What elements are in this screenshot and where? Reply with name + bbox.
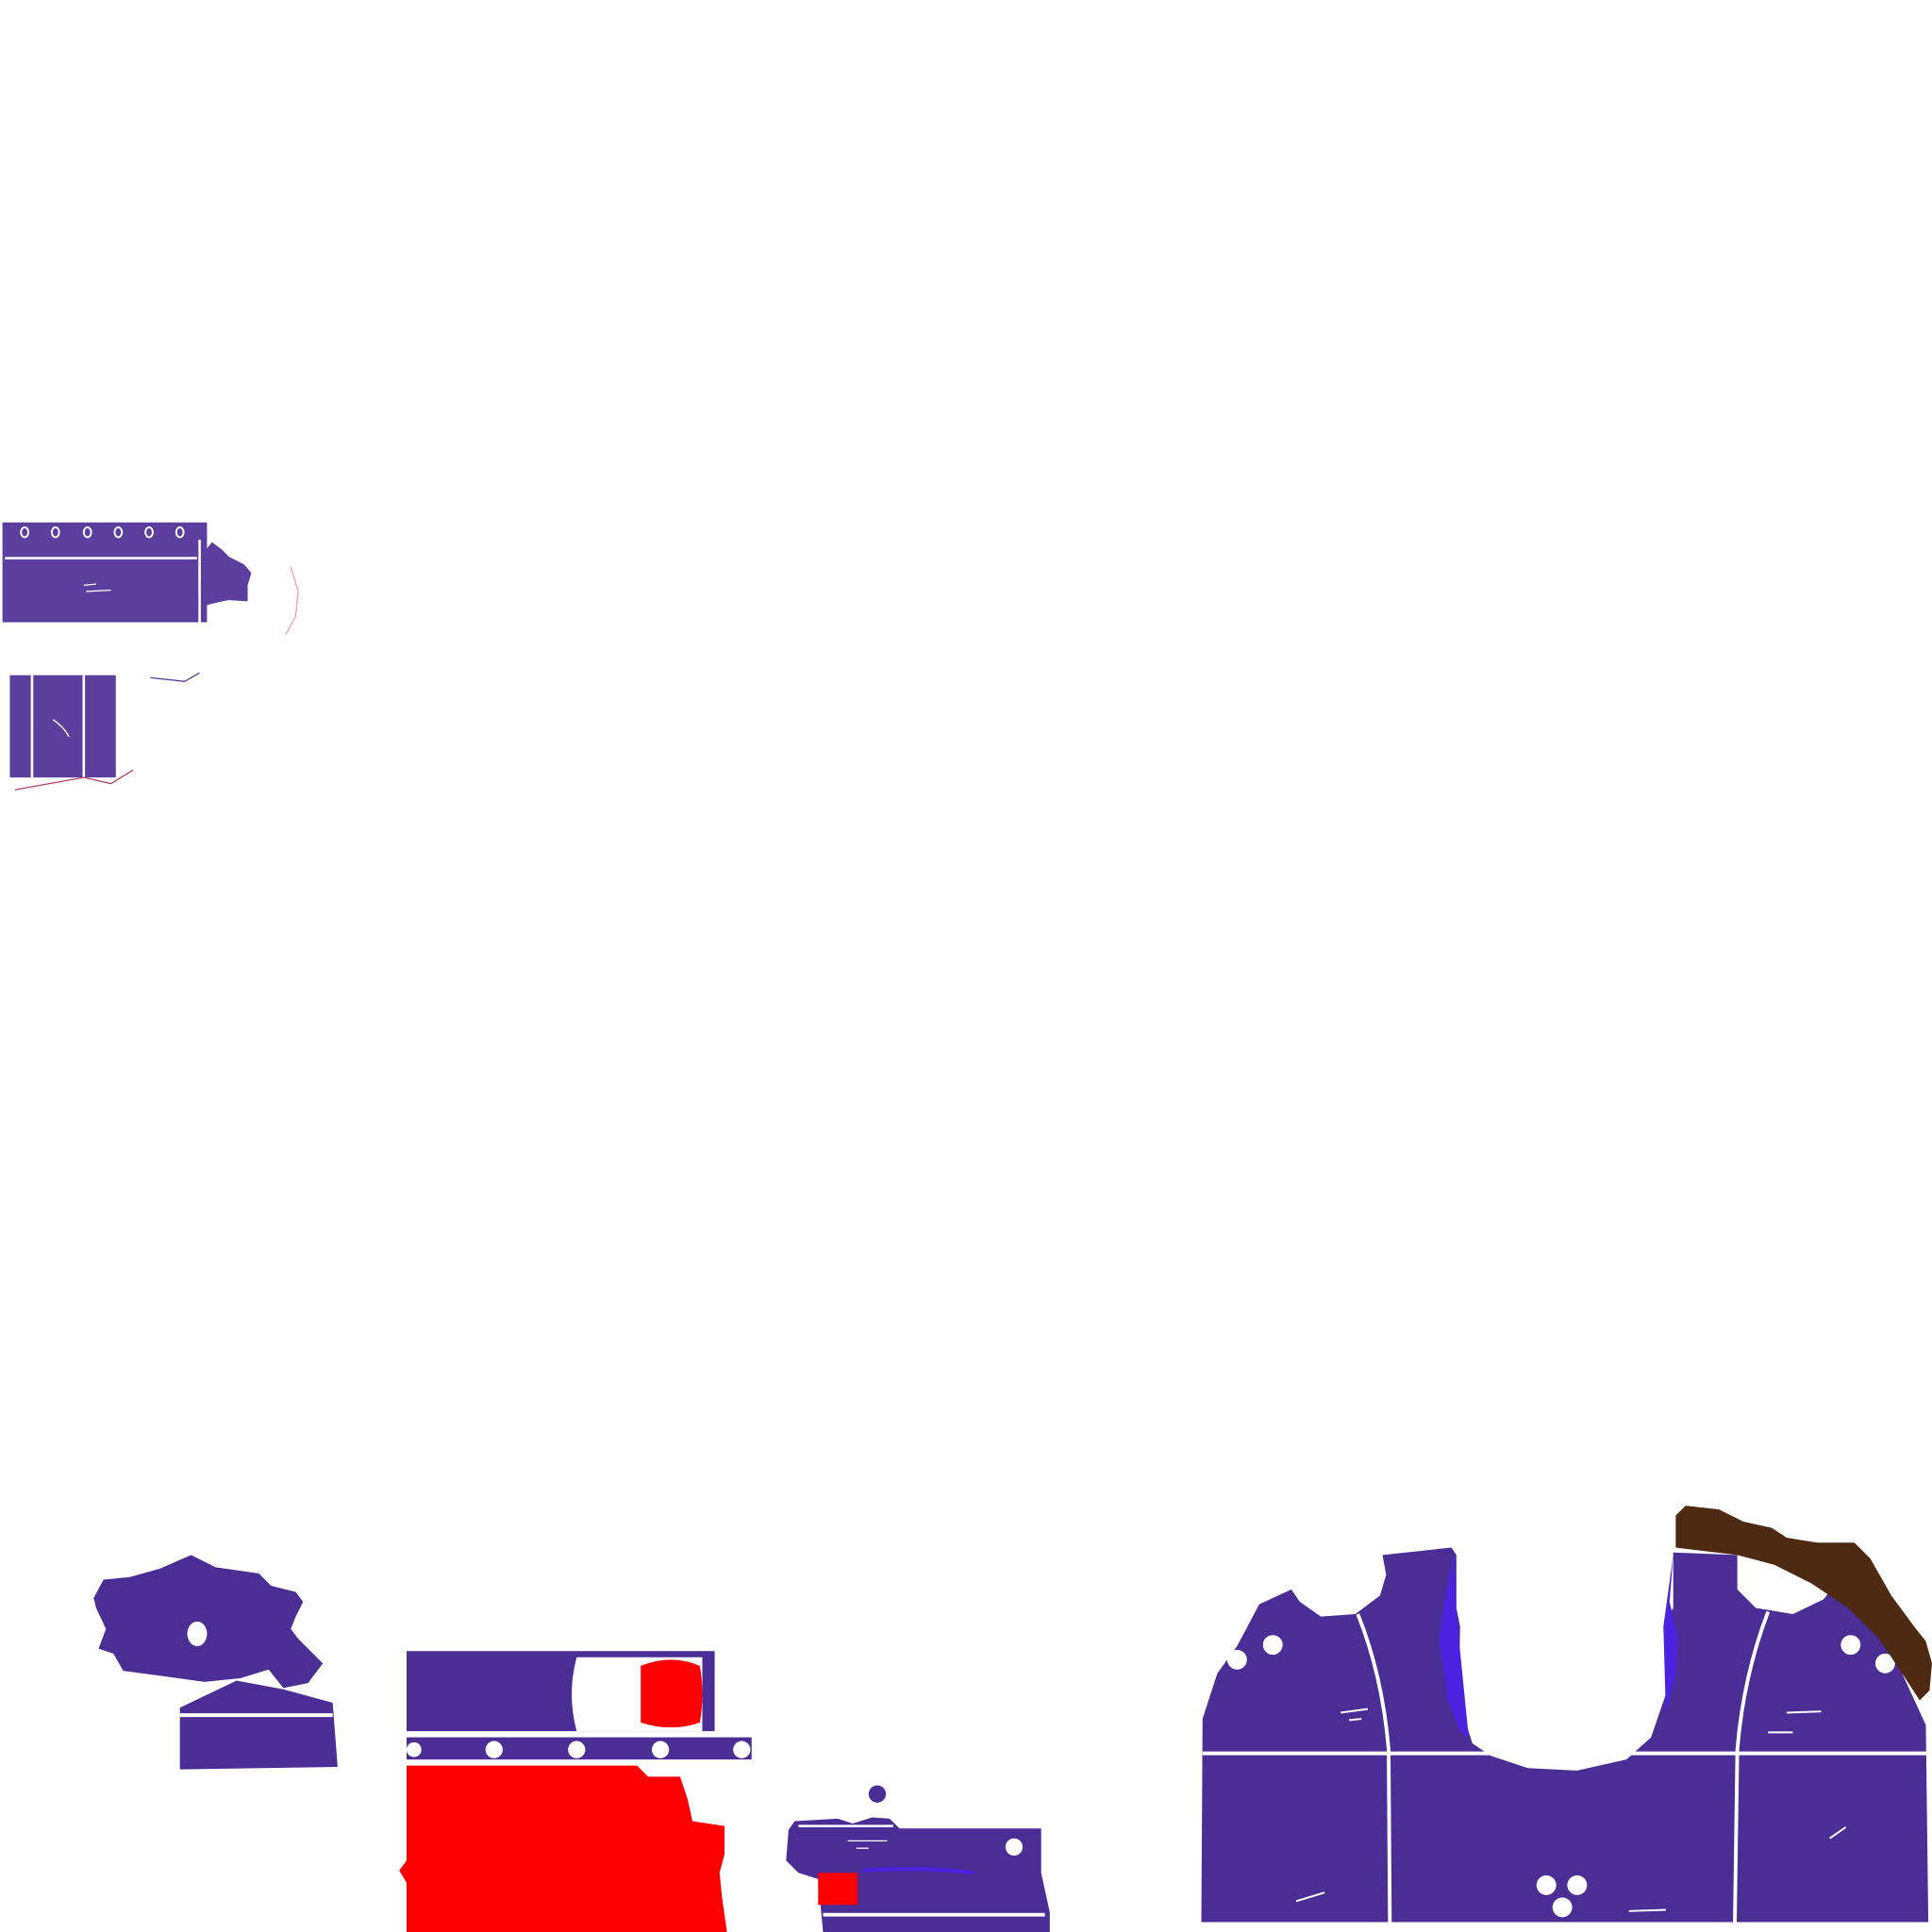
- rivet-dot-icon: [1226, 1635, 1895, 1918]
- upper-panel-piece: [2, 522, 299, 635]
- rivet-dot-icon: [407, 1740, 751, 1758]
- rivet-dot-icon: [187, 1621, 208, 1646]
- seam-lines: [1202, 1610, 1929, 1923]
- strap-icon: [1675, 1506, 1932, 1701]
- torso-piece: [1201, 1506, 1932, 1923]
- belt-piece: [399, 1651, 752, 1932]
- side-panel-piece: [9, 672, 200, 791]
- rivet-dot-icon: [20, 526, 185, 539]
- round-cap-piece: [93, 1555, 338, 1770]
- strap-piece: [786, 1785, 1050, 1932]
